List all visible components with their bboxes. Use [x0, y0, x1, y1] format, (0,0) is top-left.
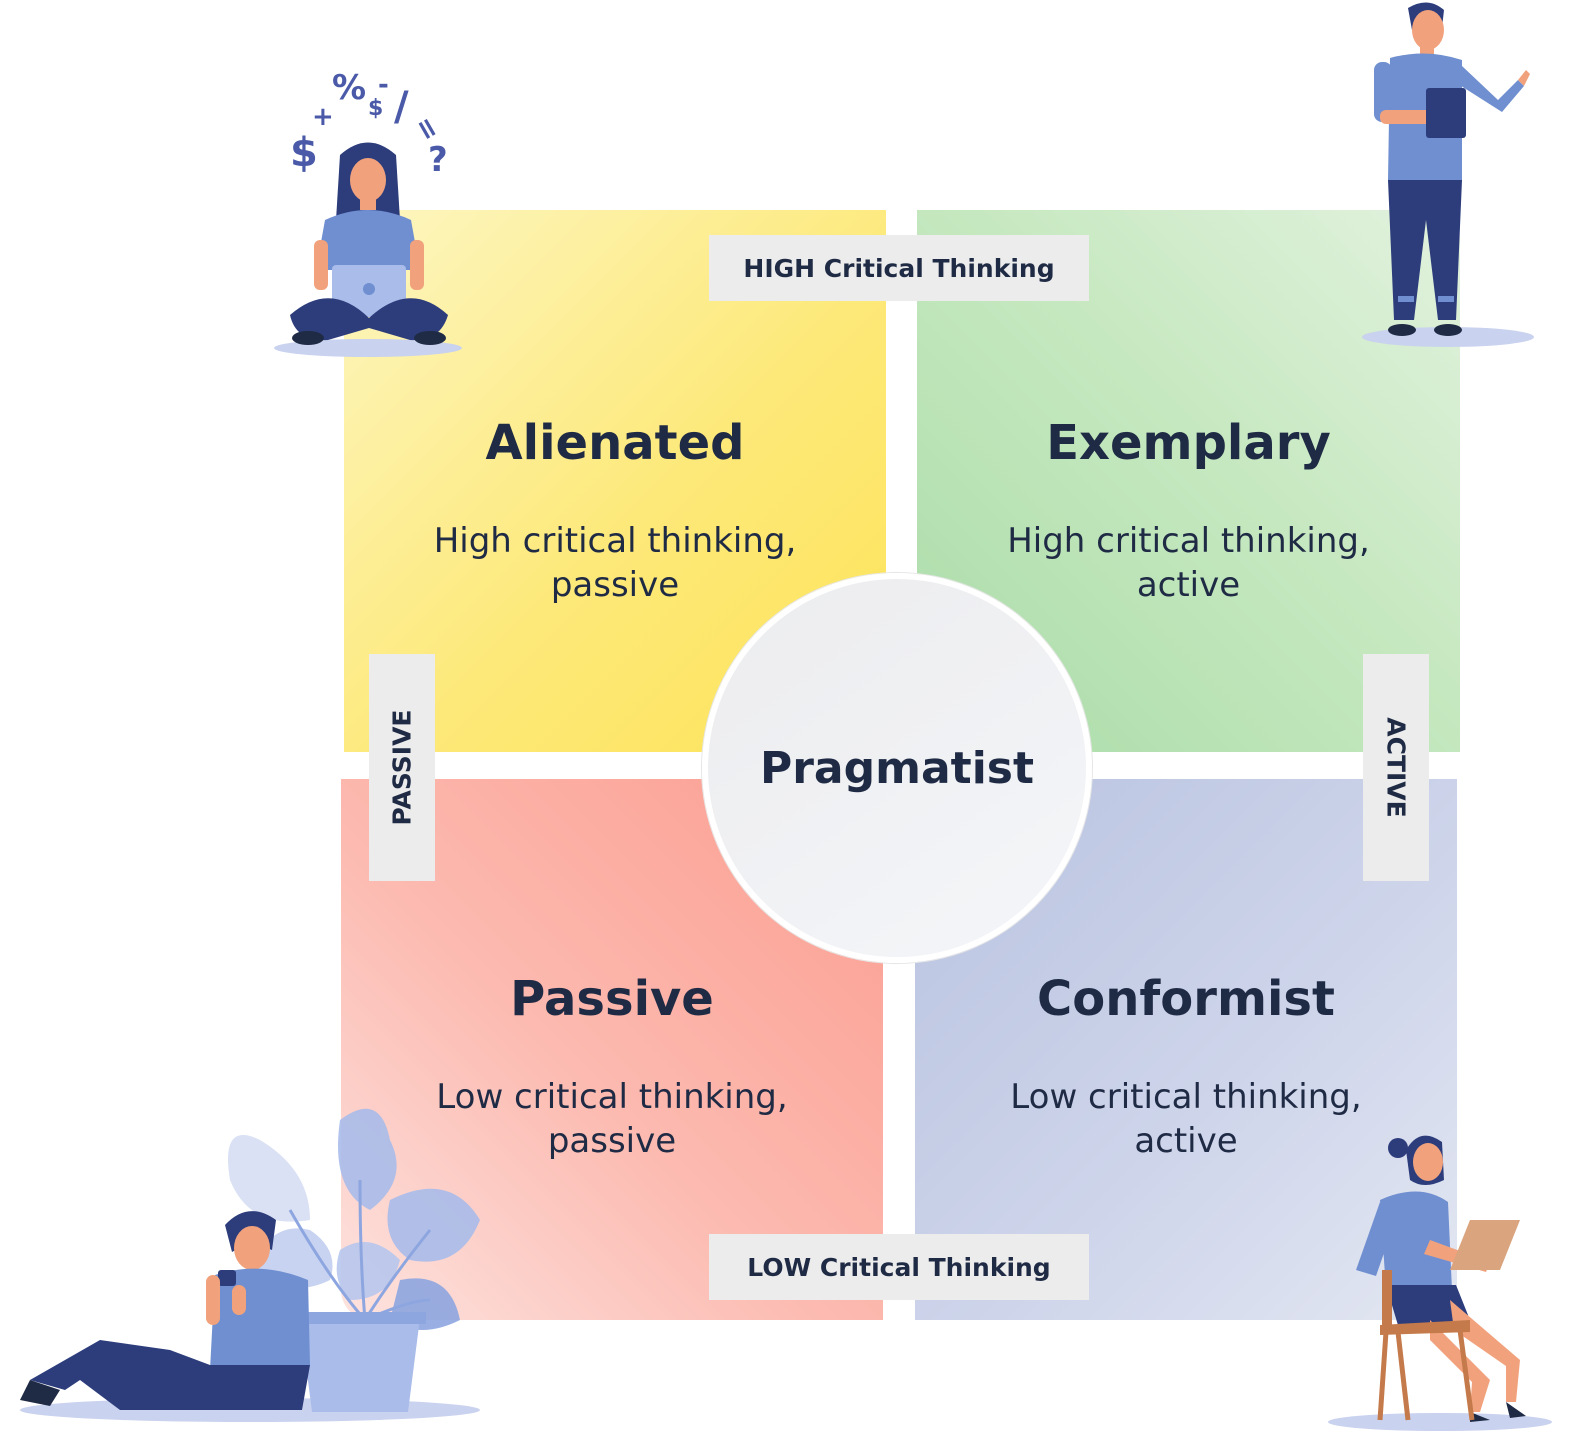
quadrant-title: Passive	[510, 971, 714, 1027]
axis-label-active-text: ACTIVE	[1381, 717, 1411, 818]
axis-label-passive-text: PASSIVE	[387, 709, 417, 826]
dollar-small-glyph: $	[368, 96, 384, 121]
quadrant-desc-line1: Low critical thinking,	[436, 1077, 788, 1117]
quadrant-title: Alienated	[485, 415, 745, 471]
axis-label-active: ACTIVE	[1363, 654, 1429, 881]
axis-label-passive: PASSIVE	[369, 654, 435, 881]
quadrant-desc-line1: High critical thinking,	[433, 521, 797, 561]
percent-glyph: %	[332, 68, 367, 108]
quadrant-title: Exemplary	[1046, 415, 1331, 471]
woman-laptop-figure	[274, 142, 462, 357]
plus-glyph: +	[312, 102, 334, 132]
illustration-man-clipboard	[1358, 0, 1538, 350]
question-glyph: ?	[428, 140, 448, 180]
dollar-glyph: $	[290, 130, 318, 176]
axis-label-high: HIGH Critical Thinking	[709, 235, 1089, 301]
illustration-man-phone-plant	[10, 1080, 500, 1430]
illustration-woman-chair-laptop	[1320, 1120, 1582, 1440]
slash-glyph: /	[394, 84, 409, 130]
plant-and-man-figure	[20, 1108, 480, 1422]
quadrant-desc-line2: passive	[547, 1121, 677, 1161]
quadrant-desc-line1: High critical thinking,	[1007, 521, 1370, 561]
quadrant-desc-line2: active	[1136, 565, 1241, 605]
man-clipboard-figure	[1362, 2, 1534, 347]
quadrant-desc-line2: passive	[550, 565, 680, 605]
axis-label-low: LOW Critical Thinking	[709, 1234, 1089, 1300]
minus-glyph: -	[378, 70, 389, 100]
illustration-woman-laptop-confused: $ + % - $ / = ?	[270, 60, 470, 360]
quadrant-desc-line2: active	[1134, 1121, 1238, 1161]
center-label: Pragmatist	[759, 742, 1034, 794]
quadrant-desc-line1: Low critical thinking,	[1010, 1077, 1362, 1117]
center-pragmatist: Pragmatist	[702, 573, 1092, 963]
woman-chair-figure	[1328, 1135, 1552, 1431]
quadrant-title: Conformist	[1037, 971, 1335, 1027]
